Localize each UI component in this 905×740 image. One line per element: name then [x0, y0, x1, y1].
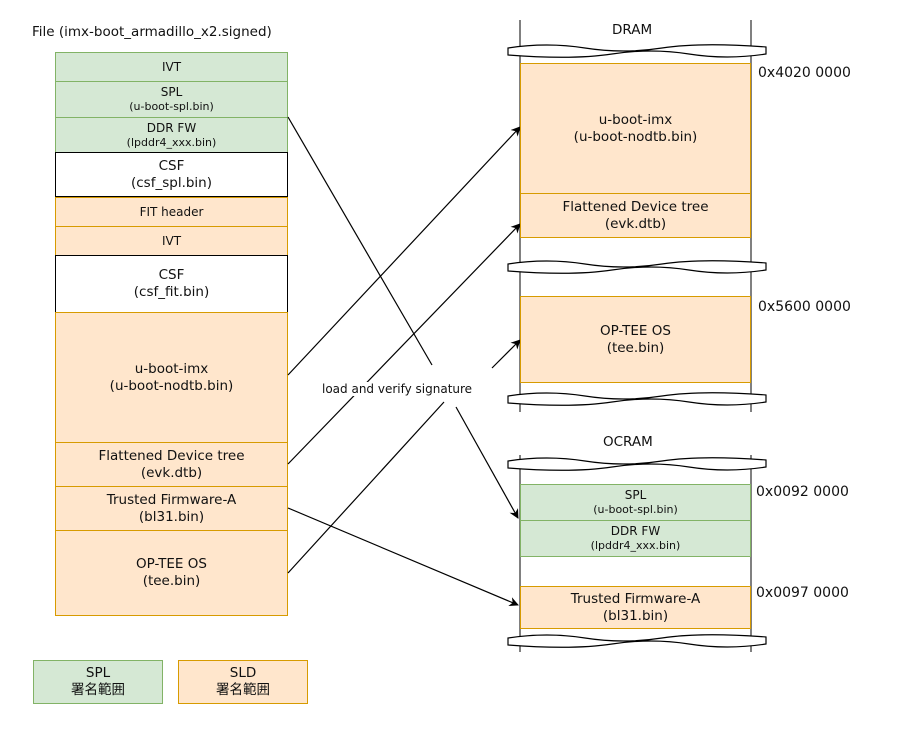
file-csf-spl-label: CSF [158, 157, 185, 174]
file-fit-header-block: FIT header [55, 197, 288, 227]
ocram-spl-block: SPL (u-boot-spl.bin) [520, 484, 751, 521]
ocram-ddr-fw-label: DDR FW [610, 524, 661, 539]
ocram-tfa-filename: (bl31.bin) [602, 607, 669, 624]
dram-fdt-filename: (evk.dtb) [604, 215, 667, 232]
legend-spl-sub: 署名範囲 [71, 682, 125, 698]
file-tfa-block: Trusted Firmware-A (bl31.bin) [55, 486, 288, 531]
file-csf-spl-block: CSF (csf_spl.bin) [55, 152, 288, 197]
dram-uboot-filename: (u-boot-nodtb.bin) [573, 128, 698, 145]
dram-optee-label: OP-TEE OS [600, 322, 671, 339]
file-csf-spl-filename: (csf_spl.bin) [130, 174, 212, 191]
file-ivt2-label: IVT [161, 233, 182, 248]
legend-sld: SLD 署名範囲 [178, 660, 308, 704]
ocram-title: OCRAM [603, 434, 653, 450]
file-ddr-fw-label: DDR FW [146, 120, 197, 135]
file-ddr-fw-filename: (lpddr4_xxx.bin) [126, 135, 217, 149]
file-uboot-block: u-boot-imx (u-boot-nodtb.bin) [55, 312, 288, 443]
file-spl-label: SPL [160, 85, 183, 100]
ocram-spl-label: SPL [624, 488, 647, 503]
file-tfa-filename: (bl31.bin) [138, 508, 205, 525]
file-optee-block: OP-TEE OS (tee.bin) [55, 530, 288, 616]
file-fdt-filename: (evk.dtb) [140, 464, 203, 481]
file-ddr-fw-block: DDR FW (lpddr4_xxx.bin) [55, 117, 288, 153]
file-spl-filename: (u-boot-spl.bin) [129, 100, 214, 114]
ocram-addr-tfa: 0x0097 0000 [756, 585, 849, 601]
file-uboot-filename: (u-boot-nodtb.bin) [109, 377, 234, 394]
load-arrows [287, 116, 521, 607]
dram-addr-uboot: 0x4020 0000 [758, 65, 851, 81]
wavy-breaks [507, 44, 767, 648]
legend-sld-sub: 署名範囲 [216, 682, 270, 698]
file-fdt-label: Flattened Device tree [98, 447, 245, 464]
file-fdt-block: Flattened Device tree (evk.dtb) [55, 442, 288, 487]
dram-uboot-block: u-boot-imx (u-boot-nodtb.bin) [520, 63, 751, 194]
ocram-tfa-block: Trusted Firmware-A (bl31.bin) [520, 586, 751, 629]
dram-addr-optee: 0x5600 0000 [758, 299, 851, 315]
file-csf-fit-label: CSF [158, 267, 185, 284]
file-optee-filename: (tee.bin) [142, 573, 201, 589]
file-csf-fit-block: CSF (csf_fit.bin) [55, 255, 288, 313]
legend-spl-title: SPL [85, 665, 111, 682]
dram-title: DRAM [612, 22, 653, 38]
legend-spl: SPL 署名範囲 [33, 660, 163, 704]
file-csf-fit-filename: (csf_fit.bin) [133, 284, 210, 300]
dram-uboot-label: u-boot-imx [598, 111, 673, 128]
legend-sld-title: SLD [229, 665, 257, 682]
dram-fdt-label: Flattened Device tree [562, 198, 709, 215]
ocram-spl-filename: (u-boot-spl.bin) [593, 503, 678, 517]
load-verify-label: load and verify signature [320, 382, 475, 396]
file-ivt-label: IVT [161, 59, 182, 74]
dram-optee-block: OP-TEE OS (tee.bin) [520, 296, 751, 383]
file-optee-label: OP-TEE OS [136, 556, 207, 573]
file-fit-header-label: FIT header [139, 204, 204, 219]
file-spl-block: SPL (u-boot-spl.bin) [55, 81, 288, 118]
file-uboot-label: u-boot-imx [134, 360, 209, 377]
ocram-tfa-label: Trusted Firmware-A [570, 590, 701, 607]
file-ivt2-block: IVT [55, 226, 288, 256]
file-tfa-label: Trusted Firmware-A [106, 491, 237, 508]
ocram-addr-spl: 0x0092 0000 [756, 484, 849, 500]
ocram-ddr-fw-filename: (lpddr4_xxx.bin) [590, 539, 681, 553]
file-title: File (imx-boot_armadillo_x2.signed) [32, 24, 272, 40]
dram-optee-filename: (tee.bin) [606, 339, 665, 356]
ocram-ddr-fw-block: DDR FW (lpddr4_xxx.bin) [520, 520, 751, 557]
dram-fdt-block: Flattened Device tree (evk.dtb) [520, 193, 751, 238]
